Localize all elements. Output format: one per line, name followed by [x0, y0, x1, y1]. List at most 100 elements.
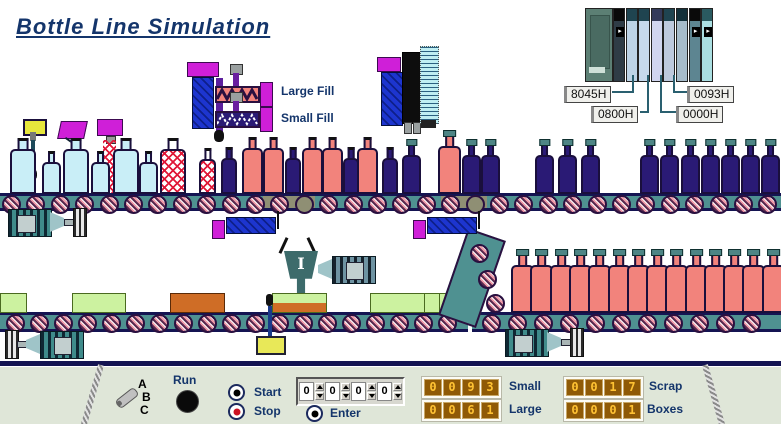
spinner-down-button[interactable]	[393, 392, 402, 400]
lower-left-conveyor-roller	[198, 314, 217, 333]
start-radio-dot	[233, 389, 240, 396]
spinner-digit[interactable]: 0	[299, 382, 314, 401]
bottle-cap	[405, 139, 418, 146]
bottle-top-body	[481, 155, 500, 194]
plc-wire-v	[673, 75, 675, 93]
start-radio[interactable]	[228, 384, 245, 401]
run-button[interactable]	[176, 390, 199, 413]
bottle-cap	[534, 249, 549, 256]
plc-module-header	[702, 9, 713, 21]
top-conveyor-roller	[392, 195, 411, 214]
motor-plate	[514, 335, 534, 353]
bottle-top-neck	[96, 151, 105, 164]
bottle-top-neck	[308, 137, 317, 150]
counter-digit: 0	[424, 379, 442, 396]
top-conveyor-roller	[246, 195, 265, 214]
enter-radio-dot	[311, 410, 318, 417]
lower-left-conveyor-roller	[270, 314, 289, 333]
motor-plate	[17, 215, 37, 233]
bottle-cap	[554, 249, 569, 256]
enter-radio[interactable]	[306, 405, 323, 422]
bottle-top-neck	[47, 151, 56, 164]
bottle-top-body	[113, 149, 139, 194]
spinner-down-button[interactable]	[315, 392, 324, 400]
bottle-top-neck	[289, 147, 297, 160]
carton-box	[170, 293, 225, 313]
lower-left-conveyor-roller	[342, 314, 361, 333]
top-conveyor-roller	[710, 195, 729, 214]
bottle-top	[761, 139, 780, 194]
bottle-cap	[689, 249, 704, 256]
top-conveyor-roller	[270, 195, 289, 214]
bottle-top-neck	[203, 148, 212, 161]
plc-module-header	[689, 9, 700, 21]
bottle-cap	[538, 139, 551, 146]
spinner-down-button[interactable]	[367, 392, 376, 400]
capper-foot-right	[413, 122, 421, 134]
bottle-cap	[744, 139, 757, 146]
plc-module-header	[626, 9, 637, 21]
bottle-top	[10, 138, 36, 194]
bottle-top-body	[302, 148, 323, 194]
ram-cap	[212, 220, 225, 239]
spinner-digit[interactable]: 0	[325, 382, 340, 401]
fill-tank	[192, 77, 214, 129]
plc-wire-h	[660, 111, 680, 113]
spinner-up-button[interactable]	[393, 383, 402, 391]
bottle-cap	[573, 249, 588, 256]
lower-left-conveyor-roller	[318, 314, 337, 333]
lower-left-conveyor-roller	[414, 314, 433, 333]
plc-address-label: 0000H	[676, 106, 724, 123]
spinner-up-button[interactable]	[315, 383, 324, 391]
spinner-digit[interactable]: 0	[351, 382, 366, 401]
bottle-top-body	[263, 148, 284, 194]
bottle-top-body	[357, 148, 378, 194]
top-conveyor-roller	[563, 195, 582, 214]
spinner-down-button[interactable]	[341, 392, 350, 400]
plc-address-label: 8045H	[564, 86, 612, 103]
counter-digit: 0	[443, 379, 461, 396]
spinner-up-button[interactable]	[341, 383, 350, 391]
glue-rod-tip	[266, 294, 273, 306]
bottle-top	[63, 138, 89, 194]
top-conveyor-roller	[295, 195, 314, 214]
plc-module	[625, 8, 638, 82]
top-conveyor-roller	[758, 195, 777, 214]
top-conveyor-roller	[344, 195, 363, 214]
stop-radio[interactable]	[228, 403, 245, 420]
run-label: Run	[173, 373, 197, 387]
plc-module-indicator: ▸	[616, 27, 624, 37]
plc-module-header	[664, 9, 675, 21]
counter-digit: 0	[585, 402, 603, 419]
bottle-top-body	[10, 149, 36, 194]
bottle-top	[438, 130, 461, 194]
top-conveyor-roller	[124, 195, 143, 214]
bottle-top-body	[382, 158, 398, 194]
bottle-top-neck	[167, 138, 179, 151]
spinner-up-button[interactable]	[367, 383, 376, 391]
fill-tank-pipe	[216, 78, 223, 132]
spinner-digit[interactable]: 0	[377, 382, 392, 401]
small-fill-auger	[215, 111, 260, 128]
panel-top-border	[0, 361, 781, 367]
fill-tank-cap	[187, 62, 219, 77]
lower-right-conveyor-roller	[664, 314, 683, 333]
motor-cone	[547, 332, 561, 352]
bottle-cap	[724, 139, 737, 146]
bottle-top	[721, 139, 740, 194]
top-conveyor-roller	[197, 195, 216, 214]
bottle-top-body	[701, 155, 720, 194]
bottle-cap	[650, 249, 665, 256]
bottle-top	[91, 151, 110, 194]
plc-wire-h	[640, 111, 649, 113]
bottle-top	[382, 147, 398, 194]
cap-feeder-coil	[420, 46, 439, 124]
counter-digit: 1	[604, 379, 622, 396]
lower-right-conveyor-roller	[612, 314, 631, 333]
bottle-top	[242, 137, 263, 194]
motor-cone	[26, 334, 40, 354]
spinner-buttons	[367, 383, 376, 400]
